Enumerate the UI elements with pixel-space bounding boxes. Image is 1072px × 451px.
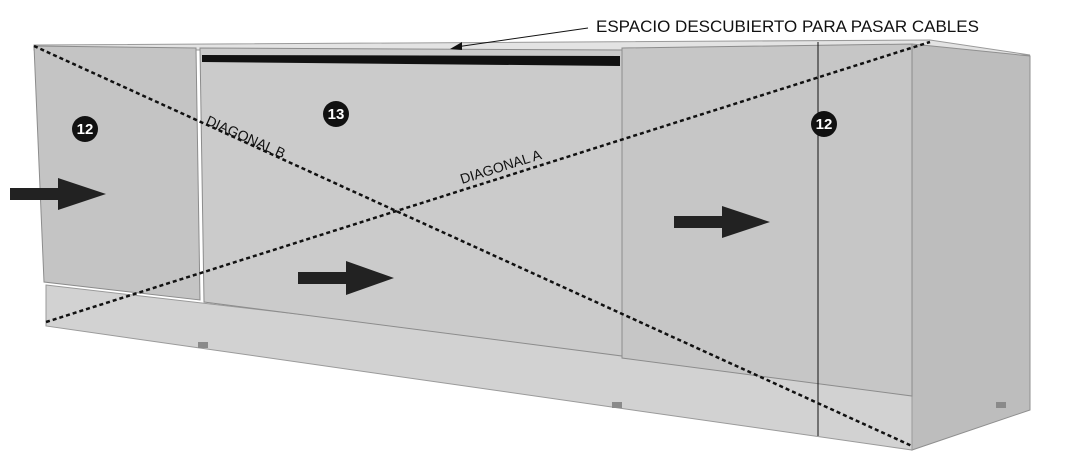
diagonal-a-line: [45, 40, 931, 324]
center-door-panel: [199, 47, 623, 357]
part-badge-circle: [811, 111, 837, 137]
direction-arrows: [10, 178, 770, 295]
part-number-center: 13: [328, 106, 345, 123]
part-number-right: 12: [816, 116, 833, 133]
cabinet-foot: [198, 342, 208, 348]
cable-slot: [202, 55, 620, 66]
cable-callout: ESPACIO DESCUBIERTO PARA PASAR CABLES: [450, 17, 979, 50]
cabinet-right-side: [911, 43, 1031, 451]
callout-text: ESPACIO DESCUBIERTO PARA PASAR CABLES: [596, 17, 979, 36]
arrow-right-icon: [10, 178, 106, 210]
part-number-left: 12: [77, 121, 94, 138]
arrow-right-icon: [298, 261, 394, 295]
right-door-panel: [621, 43, 913, 397]
left-door-panel: [33, 45, 201, 301]
callout-leader-line: [455, 27, 589, 48]
part-badge-circle: [323, 101, 349, 127]
part-badge-circle: [72, 116, 98, 142]
part-badge-right: 12: [811, 111, 837, 137]
arrow-right-icon: [674, 206, 770, 238]
cabinet-foot: [612, 402, 622, 408]
cabinet-foot: [996, 402, 1006, 408]
cabinet: [33, 39, 1031, 451]
part-badge-center: 13: [323, 101, 349, 127]
part-badge-left: 12: [72, 116, 98, 142]
callout-arrowhead: [450, 42, 462, 50]
